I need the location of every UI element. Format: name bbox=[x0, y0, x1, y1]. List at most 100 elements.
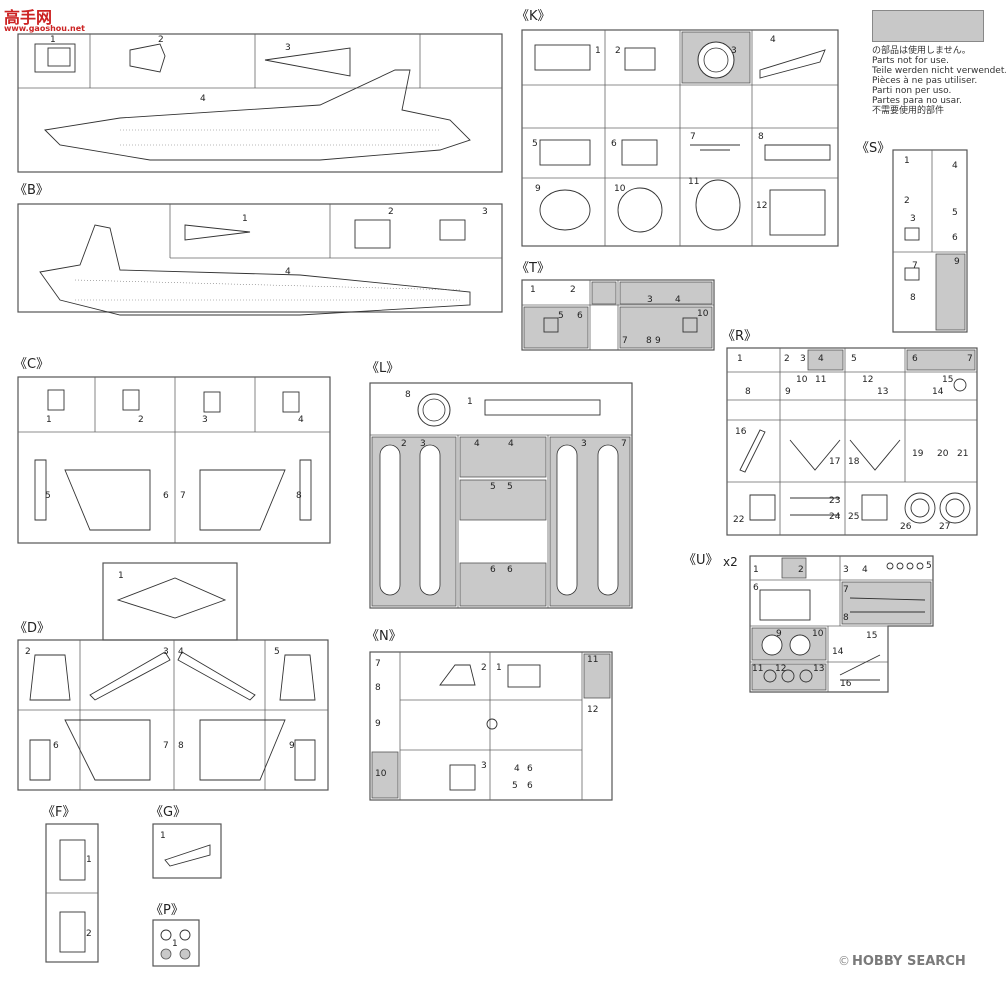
part-number: 2 bbox=[481, 663, 487, 673]
part-number: 1 bbox=[595, 46, 601, 56]
part-number: 1 bbox=[904, 156, 910, 166]
footer-copyright: © bbox=[838, 954, 850, 968]
part-number: 16 bbox=[735, 427, 747, 437]
part-number: 13 bbox=[813, 664, 825, 674]
sprue-f-frame bbox=[45, 823, 99, 963]
legend-text: の部品は使用しません。 Parts not for use. Teile wer… bbox=[872, 46, 1006, 116]
part-number: 10 bbox=[796, 375, 808, 385]
part-number: 2 bbox=[158, 35, 164, 45]
part-number: 5 bbox=[532, 139, 538, 149]
part-number: 23 bbox=[829, 496, 841, 506]
part-number: 6 bbox=[753, 583, 759, 593]
sprue-t-frame bbox=[521, 279, 715, 351]
part-number: 4 bbox=[474, 439, 480, 449]
legend-line: Parts not for use. bbox=[872, 56, 949, 66]
part-number: 26 bbox=[900, 522, 912, 532]
sprue-s-label: 《S》 bbox=[856, 141, 891, 156]
part-number: 4 bbox=[508, 439, 514, 449]
part-number: 1 bbox=[467, 397, 473, 407]
part-number: 1 bbox=[530, 285, 536, 295]
part-number: 16 bbox=[840, 679, 852, 689]
part-number: 8 bbox=[178, 741, 184, 751]
part-number: 4 bbox=[285, 267, 291, 277]
part-number: 8 bbox=[375, 683, 381, 693]
part-number: 6 bbox=[163, 491, 169, 501]
sprue-u-label: 《U》 bbox=[683, 553, 719, 568]
sprue-r-label: 《R》 bbox=[722, 329, 758, 344]
part-number: 14 bbox=[932, 387, 944, 397]
legend-line: Pièces à ne pas utiliser. bbox=[872, 76, 978, 86]
sprue-b-label: 《B》 bbox=[14, 183, 49, 198]
part-number: 7 bbox=[163, 741, 169, 751]
sprue-c-label: 《C》 bbox=[14, 357, 50, 372]
part-number: 5 bbox=[558, 311, 564, 321]
watermark-url: www.gaoshou.net bbox=[4, 24, 85, 33]
part-number: 6 bbox=[527, 764, 533, 774]
legend-line: Partes para no usar. bbox=[872, 96, 962, 106]
part-number: 8 bbox=[405, 390, 411, 400]
sprue-g-label: 《G》 bbox=[150, 805, 187, 820]
part-number: 11 bbox=[752, 664, 764, 674]
part-number: 21 bbox=[957, 449, 969, 459]
part-number: 5 bbox=[926, 561, 932, 571]
part-number: 7 bbox=[180, 491, 186, 501]
legend-line: Parti non per uso. bbox=[872, 86, 952, 96]
part-number: 8 bbox=[745, 387, 751, 397]
sprue-p-frame bbox=[152, 919, 200, 967]
part-number: 6 bbox=[527, 781, 533, 791]
part-number: 9 bbox=[535, 184, 541, 194]
part-number: 5 bbox=[274, 647, 280, 657]
sprue-s-frame bbox=[892, 149, 968, 333]
part-number: 8 bbox=[296, 491, 302, 501]
sprue-a-frame bbox=[17, 33, 503, 173]
part-number: 6 bbox=[611, 139, 617, 149]
part-number: 15 bbox=[942, 375, 954, 385]
part-number: 5 bbox=[952, 208, 958, 218]
part-number: 1 bbox=[496, 663, 502, 673]
part-number: 3 bbox=[647, 295, 653, 305]
part-number: 19 bbox=[912, 449, 924, 459]
part-number: 3 bbox=[481, 761, 487, 771]
sprue-l-frame bbox=[369, 382, 633, 609]
part-number: 5 bbox=[490, 482, 496, 492]
part-number: 8 bbox=[910, 293, 916, 303]
part-number: 11 bbox=[587, 655, 599, 665]
sprue-c-frame bbox=[17, 376, 331, 544]
part-number: 12 bbox=[862, 375, 874, 385]
part-number: 3 bbox=[581, 439, 587, 449]
part-number: 2 bbox=[138, 415, 144, 425]
part-number: 3 bbox=[910, 214, 916, 224]
sprue-t-label: 《T》 bbox=[516, 261, 550, 276]
part-number: 4 bbox=[952, 161, 958, 171]
part-number: 9 bbox=[655, 336, 661, 346]
sprue-p-label: 《P》 bbox=[150, 903, 184, 918]
sprue-d-label: 《D》 bbox=[14, 621, 51, 636]
part-number: 20 bbox=[937, 449, 949, 459]
sprue-k-label: 《K》 bbox=[516, 9, 551, 24]
part-number: 9 bbox=[289, 741, 295, 751]
part-number: 14 bbox=[832, 647, 844, 657]
part-number: 8 bbox=[758, 132, 764, 142]
part-number: 2 bbox=[784, 354, 790, 364]
part-number: 13 bbox=[877, 387, 889, 397]
legend-line: の部品は使用しません。 bbox=[872, 46, 971, 56]
part-number: 2 bbox=[86, 929, 92, 939]
part-number: 4 bbox=[200, 94, 206, 104]
part-number: 1 bbox=[160, 831, 166, 841]
part-number: 5 bbox=[851, 354, 857, 364]
part-number: 3 bbox=[800, 354, 806, 364]
part-number: 24 bbox=[829, 512, 841, 522]
sprue-n-label: 《N》 bbox=[366, 629, 402, 644]
part-number: 11 bbox=[815, 375, 827, 385]
part-number: 4 bbox=[818, 354, 824, 364]
part-number: 8 bbox=[843, 613, 849, 623]
part-number: 7 bbox=[622, 336, 628, 346]
part-number: 3 bbox=[202, 415, 208, 425]
part-number: 27 bbox=[939, 522, 951, 532]
part-number: 9 bbox=[785, 387, 791, 397]
part-number: 2 bbox=[798, 565, 804, 575]
part-number: 6 bbox=[577, 311, 583, 321]
part-number: 5 bbox=[45, 491, 51, 501]
part-number: 7 bbox=[843, 585, 849, 595]
